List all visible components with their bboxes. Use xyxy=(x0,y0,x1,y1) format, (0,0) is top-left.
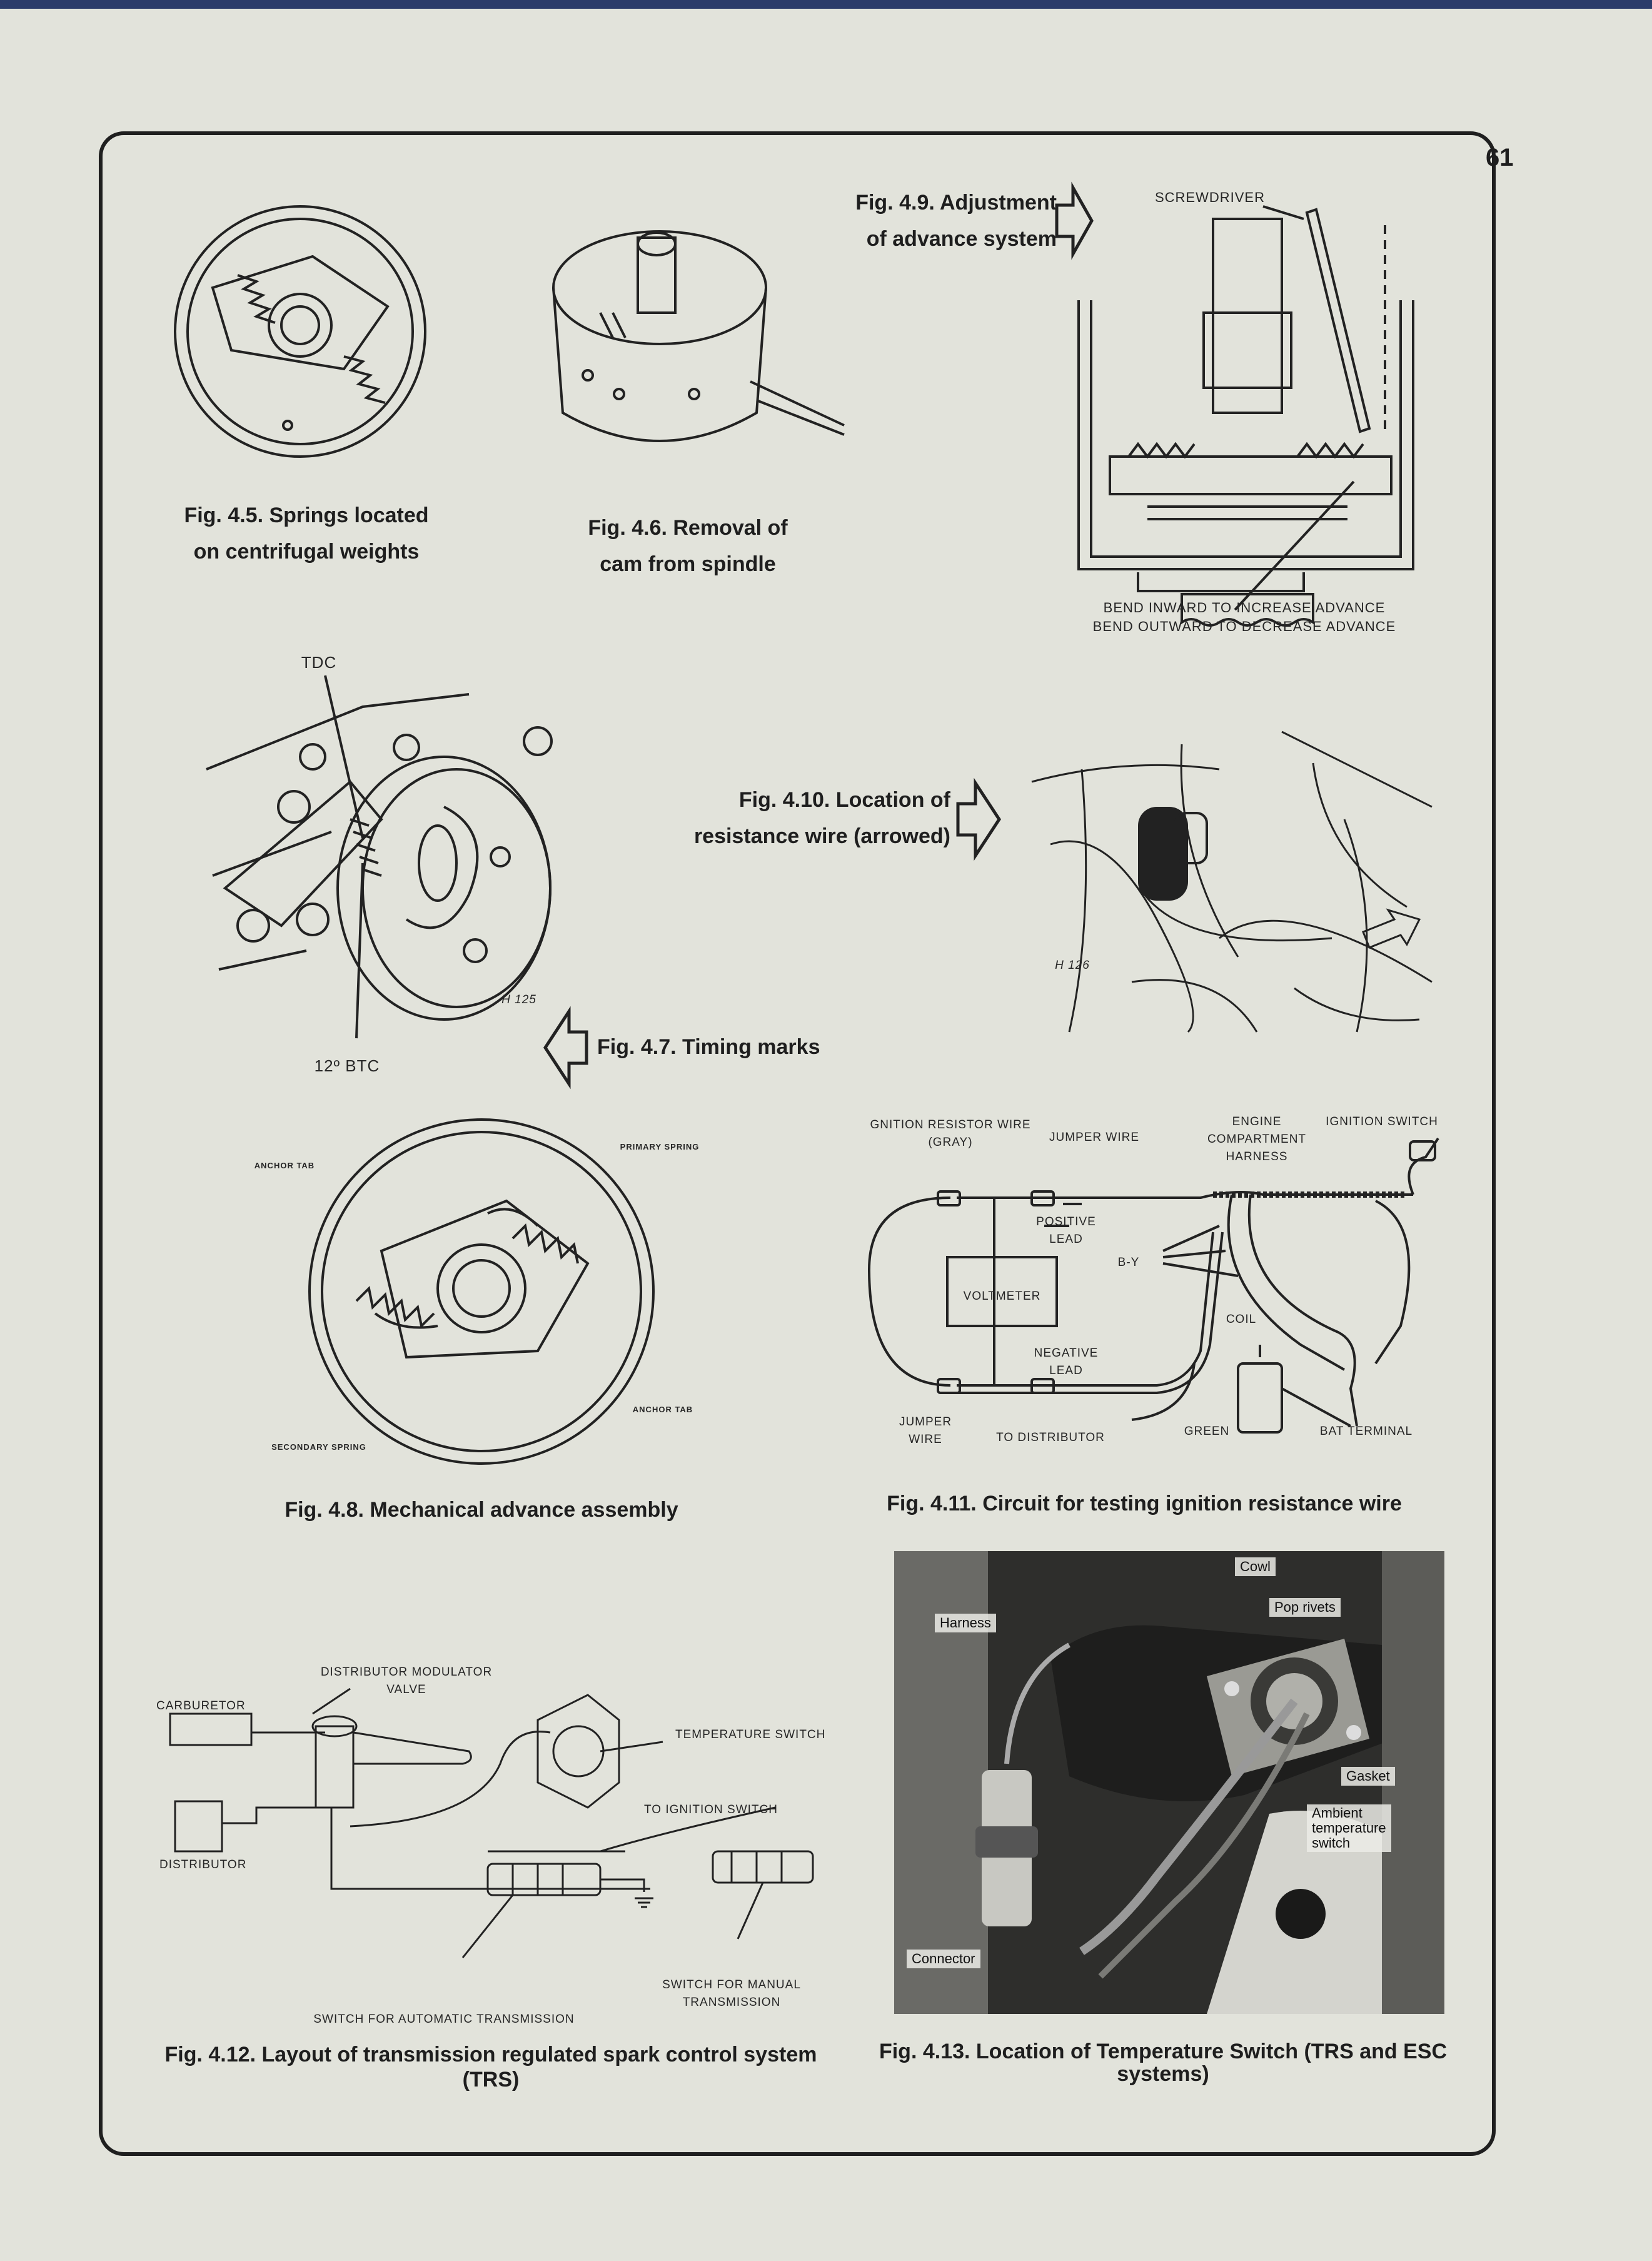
fig-4-11-label-to-distributor: TO DISTRIBUTOR xyxy=(996,1431,1105,1444)
fig-4-9-label-bend-inward: BEND INWARD TO INCREASE ADVANCE xyxy=(1103,600,1386,615)
fig-4-11-label-ignition-switch: IGNITION SWITCH xyxy=(1326,1115,1438,1128)
fig-4-11-label-by: B-Y xyxy=(1117,1256,1140,1269)
fig-4-13-label-pop-rivets: Pop rivets xyxy=(1269,1598,1341,1617)
fig-4-11-label-bat-terminal: BAT TERMINAL xyxy=(1319,1425,1413,1438)
fig-4-7-arrow xyxy=(544,1010,588,1085)
fig-4-10-arrow xyxy=(957,782,1000,857)
fig-4-10-illustration xyxy=(1032,732,1444,1038)
fig-4-8-caption: Fig. 4.8. Mechanical advance assembly xyxy=(285,1498,678,1522)
fig-4-11-label-voltmeter: VOLTMETER xyxy=(963,1290,1041,1303)
page-frame xyxy=(99,131,1496,2156)
fig-4-12-label-auto-switch: SWITCH FOR AUTOMATIC TRANSMISSION xyxy=(313,2013,575,2026)
fig-4-11-label-jumper-wire-top: JUMPER WIRE xyxy=(1049,1131,1139,1144)
fig-4-11-label-jumper-wire-bottom: JUMPER WIRE xyxy=(899,1415,952,1446)
fig-4-13-label-ambient: Ambient temperature switch xyxy=(1307,1804,1391,1852)
fig-4-8-label-primary-spring: PRIMARY SPRING xyxy=(620,1142,700,1151)
fig-4-11-label-positive-lead: POSITIVE LEAD xyxy=(1036,1215,1096,1246)
fig-4-12-label-distributor: DISTRIBUTOR xyxy=(159,1858,247,1871)
fig-4-11-label-resistor-wire: GNITION RESISTOR WIRE (GRAY) xyxy=(870,1118,1031,1149)
fig-4-13-label-harness: Harness xyxy=(935,1614,996,1632)
fig-4-11-label-coil: COIL xyxy=(1226,1313,1257,1326)
fig-4-13-caption: Fig. 4.13. Location of Temperature Switc… xyxy=(879,2040,1448,2086)
fig-4-13-label-cowl: Cowl xyxy=(1235,1557,1276,1576)
fig-4-8-label-anchor-tab-right: ANCHOR TAB xyxy=(632,1405,693,1414)
fig-4-12-label-to-ignition: TO IGNITION SWITCH xyxy=(644,1803,778,1816)
fig-4-10-code: H 126 xyxy=(1055,959,1090,972)
fig-4-12-label-carburetor: CARBURETOR xyxy=(156,1699,246,1712)
fig-4-12-label-temp-switch: TEMPERATURE SWITCH xyxy=(675,1728,826,1741)
fig-4-5-illustration xyxy=(156,213,456,463)
fig-4-11-label-engine-harness: ENGINE COMPARTMENT HARNESS xyxy=(1207,1115,1307,1163)
fig-4-7-illustration xyxy=(206,675,594,1026)
fig-4-8-illustration xyxy=(300,1120,663,1470)
fig-4-7-label-tdc: TDC xyxy=(301,653,337,672)
fig-4-12-caption: Fig. 4.12. Layout of transmission regula… xyxy=(164,2043,817,2092)
fig-4-9-illustration xyxy=(1072,206,1423,663)
fig-4-7-label-12-btc: 12º BTC xyxy=(314,1056,380,1075)
fig-4-12-illustration xyxy=(163,1682,844,2008)
fig-4-12-label-manual-switch: SWITCH FOR MANUAL TRANSMISSION xyxy=(662,1978,801,2009)
fig-4-11-label-green: GREEN xyxy=(1184,1425,1230,1438)
fig-4-6-illustration xyxy=(550,225,863,475)
fig-4-9-label-bend-outward: BEND OUTWARD TO DECREASE ADVANCE xyxy=(1092,619,1396,634)
fig-4-8-label-anchor-tab-left: ANCHOR TAB xyxy=(254,1161,315,1170)
page-number: 61 xyxy=(1486,144,1514,171)
fig-4-7-code: H 125 xyxy=(501,993,536,1006)
page-edge xyxy=(0,0,1652,9)
fig-4-7-caption: Fig. 4.7. Timing marks xyxy=(597,1035,820,1059)
fig-4-11-caption: Fig. 4.11. Circuit for testing ignition … xyxy=(887,1492,1402,1515)
fig-4-8-label-secondary-spring: SECONDARY SPRING xyxy=(271,1442,366,1452)
fig-4-12-label-modulator: DISTRIBUTOR MODULATOR VALVE xyxy=(320,1666,493,1696)
fig-4-13-label-connector: Connector xyxy=(907,1950,980,1968)
fig-4-11-label-negative-lead: NEGATIVE LEAD xyxy=(1034,1347,1099,1377)
fig-4-9-label-screwdriver: SCREWDRIVER xyxy=(1154,190,1265,205)
fig-4-11-circuit xyxy=(863,1126,1444,1439)
fig-4-9-arrow xyxy=(1055,186,1093,255)
fig-4-13-label-gasket: Gasket xyxy=(1341,1767,1395,1786)
